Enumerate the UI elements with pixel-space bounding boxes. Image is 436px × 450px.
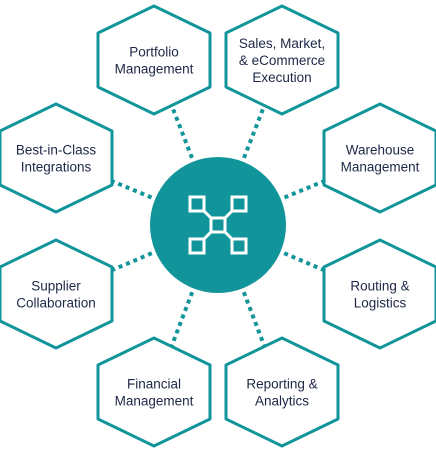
hexagon-warehouse-management <box>322 102 436 214</box>
connector-best-in-class-integrations <box>99 174 153 200</box>
label-line: & eCommerce <box>239 53 325 68</box>
hexagon-best-in-class-integrations <box>0 102 114 214</box>
label-line: Management <box>115 394 194 409</box>
icon-node <box>230 237 248 255</box>
connector-portfolio-management <box>169 104 194 159</box>
label-routing-logistics: Routing & Logistics <box>350 279 409 311</box>
hexagon-sales-market-ecommerce-execution <box>224 4 340 116</box>
connector-supplier-collaboration <box>99 251 153 278</box>
label-line: Sales, Market, <box>239 36 325 51</box>
connector-reporting-analytics <box>241 291 267 348</box>
connector-warehouse-management <box>283 174 337 200</box>
hex-node-routing-logistics: Routing & Logistics <box>322 238 436 350</box>
hexagon-portfolio-management <box>96 4 212 116</box>
label-line: Collaboration <box>16 296 96 311</box>
connector-sales-market-ecommerce-execution <box>242 104 267 159</box>
hexagon-financial-management <box>96 336 212 448</box>
hexagon-supplier-collaboration <box>0 238 114 350</box>
connectors <box>99 104 337 348</box>
hexagon-reporting-analytics <box>224 336 340 448</box>
hub <box>150 157 286 293</box>
connector-financial-management <box>169 291 195 348</box>
label-line: Analytics <box>255 394 309 409</box>
label-line: Logistics <box>354 296 407 311</box>
label-line: Reporting & <box>246 377 317 392</box>
label-reporting-analytics: Reporting & Analytics <box>246 377 317 409</box>
label-line: Management <box>115 62 194 77</box>
hexagon-routing-logistics <box>322 238 436 350</box>
label-line: Portfolio <box>129 45 179 60</box>
icon-node <box>230 195 248 213</box>
label-line: Execution <box>252 70 311 85</box>
hex-node-reporting-analytics: Reporting & Analytics <box>224 336 340 448</box>
label-line: Routing & <box>350 279 409 294</box>
label-line: Best-in-Class <box>16 143 97 158</box>
hub-circle <box>150 157 286 293</box>
label-line: Integrations <box>21 160 92 175</box>
connector-routing-logistics <box>283 251 337 278</box>
network-nodes-icon <box>188 195 248 255</box>
icon-node <box>188 195 206 213</box>
label-line: Supplier <box>31 279 81 294</box>
label-line: Management <box>341 160 420 175</box>
label-line: Warehouse <box>346 143 415 158</box>
label-line: Financial <box>127 377 181 392</box>
icon-center-node <box>209 216 227 234</box>
icon-node <box>188 237 206 255</box>
